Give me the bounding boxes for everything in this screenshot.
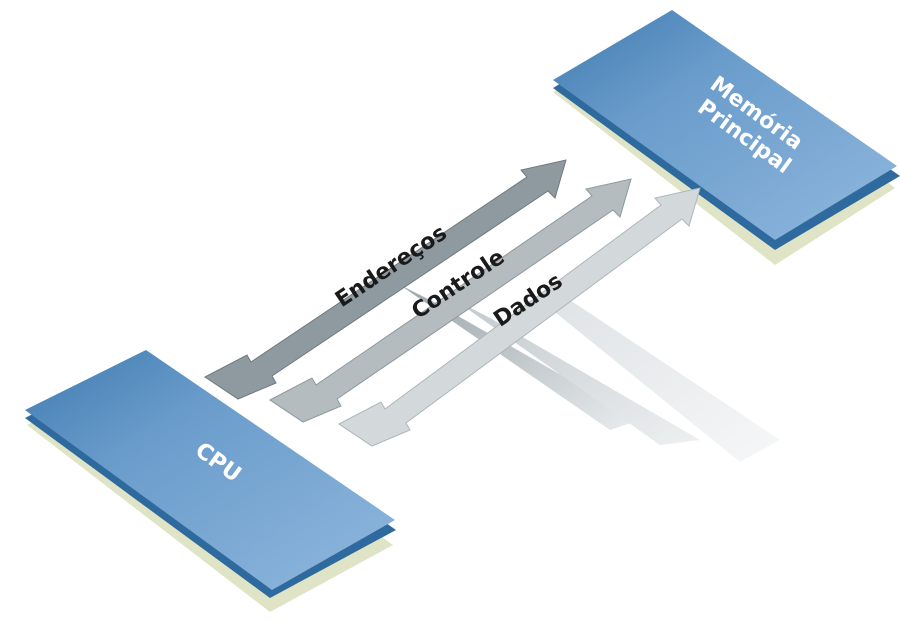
memory-block: Memória Principal: [553, 10, 900, 265]
cpu-block: CPU: [25, 350, 396, 612]
data-bus-arrow: Dados: [338, 187, 701, 447]
data-bus-stem: [540, 300, 780, 462]
address-bus-stem: [400, 285, 640, 430]
